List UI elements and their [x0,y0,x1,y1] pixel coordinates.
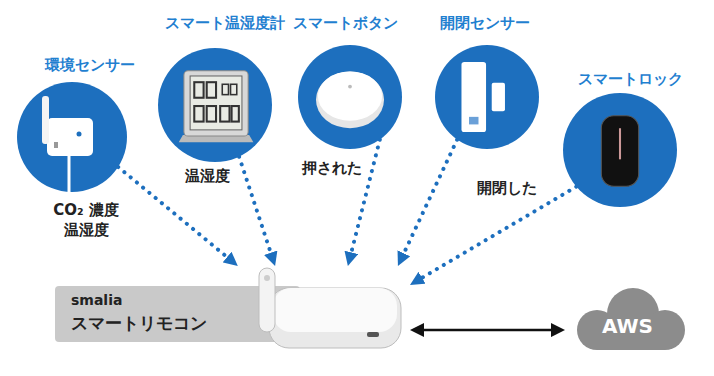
device-name: 開閉センサー [440,14,530,33]
device-name: スマートボタン [293,14,398,33]
lock-picture [563,93,677,207]
environment-sensor-picture [17,82,127,192]
device-name: 環境センサー [45,56,135,75]
double-arrow [414,329,561,332]
dotted-arrow [400,140,457,262]
dotted-arrow [414,187,576,283]
thermometer-picture [158,48,272,162]
device-circle: スマートロック [563,93,677,207]
device-circle: 環境センサー [17,82,127,192]
hub-node: smalia スマートリモコン [55,266,410,352]
device-circle: スマートボタン [298,45,402,149]
data-label: 温湿度 [176,166,238,186]
cloud-label: AWS [565,314,690,338]
device-circle: スマート温湿度計 [158,48,272,162]
cloud-node: AWS [565,284,690,356]
dotted-arrow [239,157,273,262]
device-name: スマートロック [578,70,683,89]
door-sensor-picture [435,45,539,149]
product-brand: smalia [71,292,122,308]
data-label: CO₂ 濃度 温湿度 [43,200,129,241]
data-label: 押された [298,158,366,178]
device-name: スマート温湿度計 [165,14,285,33]
button-picture [298,45,402,149]
data-label: 開閉した [473,178,541,198]
product-name: スマートリモコン [71,312,207,335]
device-circle: 開閉センサー [435,45,539,149]
remote-controller-picture [255,266,405,352]
